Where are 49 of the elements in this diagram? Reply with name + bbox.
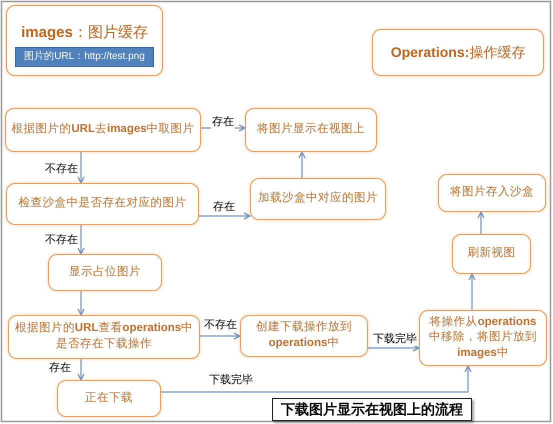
box-text: 显示占位图片 [69, 264, 141, 280]
edge-label: 不存在 [203, 319, 238, 332]
arrow [77, 291, 85, 316]
process-box [419, 310, 547, 366]
arrow [161, 365, 472, 393]
box-text: 创建下载操作放到operations中 [255, 320, 353, 351]
box-text: 加载沙盒中对应的图片 [258, 191, 378, 206]
edge-label: 下载完毕 [372, 333, 418, 346]
caption: 下载图片显示在视图上的流程 [272, 398, 472, 421]
arrow [77, 152, 85, 184]
process-box [8, 315, 200, 359]
box-heading: images：图片缓存 [20, 23, 149, 43]
box-text: 根据图片的URL查看operations中是否存在下载操作 [14, 321, 194, 352]
box-heading: Operations:操作缓存 [390, 43, 526, 62]
cache-box [372, 29, 544, 76]
process-box [438, 174, 546, 212]
arrow [77, 359, 85, 381]
arrow [368, 344, 420, 352]
process-box [6, 183, 199, 225]
process-box [48, 254, 162, 291]
edge-label: 不存在 [44, 163, 79, 176]
arrow [199, 212, 251, 220]
arrow [200, 332, 241, 340]
process-box [245, 108, 377, 152]
edge-label: 下载完毕 [208, 374, 254, 387]
box-text: 正在下载 [85, 390, 133, 406]
arrow [298, 151, 306, 178]
box-text: 将操作从operations中移除，将图片放到images中 [428, 314, 538, 361]
box-text: 检查沙盒中是否存在对应的图片 [18, 196, 186, 212]
box-text: 将图片显示在视图上 [257, 122, 365, 138]
url-bar [15, 47, 154, 67]
edge-label: 存在 [48, 362, 72, 375]
process-box [250, 178, 386, 220]
box-text: 将图片存入沙盒 [450, 185, 534, 200]
edge-label: 存在 [211, 116, 235, 129]
process-box [57, 380, 161, 417]
box-text: 根据图片的URL去images中取图片 [11, 122, 195, 138]
process-box [5, 108, 201, 152]
url-text: 图片的URL：http://test.png [24, 50, 145, 64]
arrow [77, 225, 85, 255]
edge-label: 存在 [212, 201, 236, 214]
arrow [201, 124, 246, 132]
process-box [452, 234, 531, 274]
box-text: 刷新视图 [468, 246, 516, 262]
arrow [477, 211, 485, 234]
edge-label: 不存在 [44, 234, 79, 247]
process-box [240, 315, 368, 357]
cache-box [6, 5, 163, 76]
arrow [468, 273, 476, 310]
